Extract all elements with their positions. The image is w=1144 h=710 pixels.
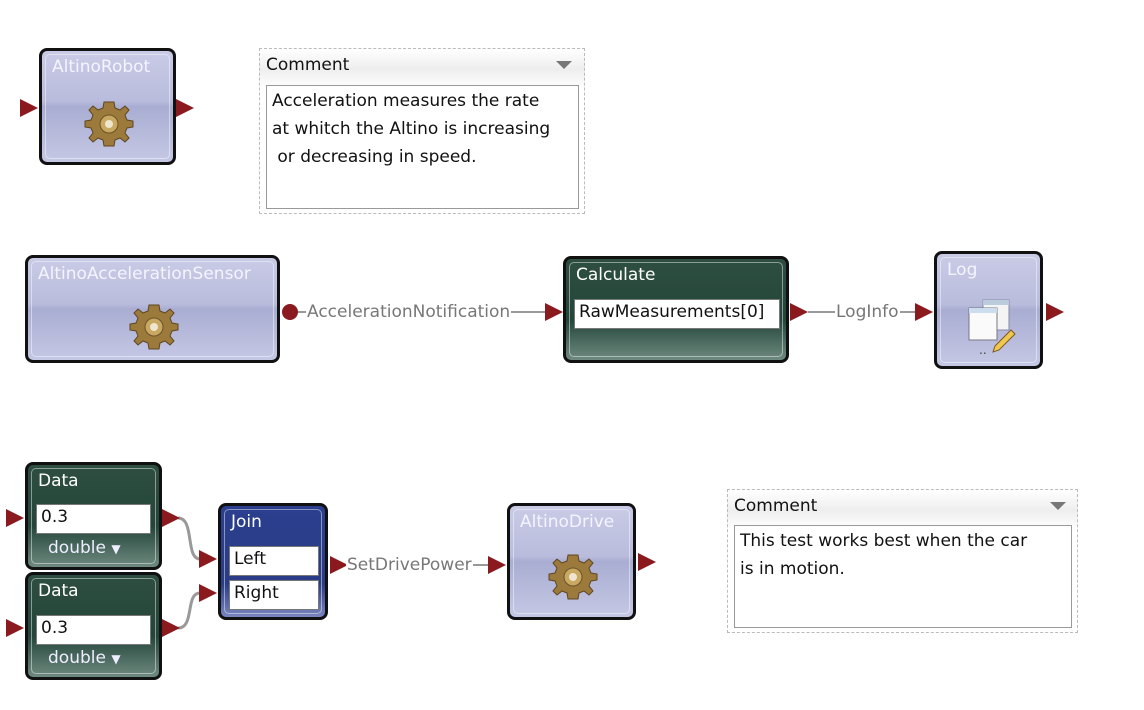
join-right-input[interactable]: Right — [229, 580, 319, 610]
value-input[interactable]: 0.3 — [36, 615, 151, 645]
node-title: AltinoDrive — [520, 512, 615, 532]
svg-text:..: .. — [979, 343, 987, 356]
node-title: Calculate — [576, 265, 656, 285]
altino-drive-node[interactable]: AltinoDrive — [507, 503, 636, 620]
drive-output-pin[interactable] — [638, 553, 656, 571]
robot-output-pin[interactable] — [176, 99, 194, 117]
node-title: AltinoRobot — [52, 57, 151, 77]
comment-text[interactable]: Acceleration measures the rate at whitch… — [266, 85, 579, 209]
connection-label: AccelerationNotification — [306, 302, 512, 322]
comment-box[interactable]: Comment Acceleration measures the rate a… — [259, 48, 585, 214]
node-title: Log — [947, 260, 978, 280]
wire-data-join — [177, 516, 201, 630]
robot-input-pin[interactable] — [20, 99, 38, 117]
data1-input-pin[interactable] — [6, 509, 24, 527]
altino-robot-node[interactable]: AltinoRobot — [39, 48, 176, 165]
comment-header: Comment — [266, 55, 350, 75]
connection-label: LogInfo — [835, 302, 900, 322]
comment-header: Comment — [734, 496, 818, 516]
comment-text[interactable]: This test works best when the car is in … — [734, 525, 1072, 628]
node-title: Join — [231, 512, 262, 532]
node-title: Data — [38, 581, 79, 601]
node-title: Data — [38, 471, 79, 491]
acceleration-sensor-node[interactable]: AltinoAccelerationSensor — [25, 255, 280, 363]
type-label: double — [48, 538, 106, 558]
dropdown-triangle-icon[interactable] — [1050, 502, 1066, 510]
chevron-down-icon: ▼ — [111, 542, 121, 556]
gear-icon — [548, 554, 598, 600]
type-dropdown[interactable]: double ▼ — [48, 538, 121, 558]
node-title: AltinoAccelerationSensor — [38, 264, 251, 284]
log-windows-icon: .. — [968, 299, 1016, 356]
type-dropdown[interactable]: double ▼ — [48, 648, 121, 668]
connection-label: SetDrivePower — [346, 555, 473, 575]
data-node[interactable]: Data 0.3 double ▼ — [25, 462, 162, 570]
join-left-input[interactable]: Left — [229, 546, 319, 576]
gear-icon — [129, 304, 179, 350]
log-output-pin[interactable] — [1046, 303, 1064, 321]
calculate-node[interactable]: Calculate RawMeasurements[0] — [563, 256, 789, 363]
type-label: double — [48, 648, 106, 668]
gear-icon — [84, 101, 134, 147]
value-input[interactable]: 0.3 — [36, 504, 151, 534]
join-node[interactable]: Join Left Right — [218, 503, 328, 620]
log-node[interactable]: Log .. — [934, 251, 1043, 369]
dropdown-triangle-icon[interactable] — [556, 61, 572, 69]
data-node[interactable]: Data 0.3 double ▼ — [25, 572, 162, 680]
expression-input[interactable]: RawMeasurements[0] — [574, 299, 780, 329]
chevron-down-icon: ▼ — [111, 652, 121, 666]
comment-box[interactable]: Comment This test works best when the ca… — [727, 489, 1078, 633]
data2-input-pin[interactable] — [6, 619, 24, 637]
